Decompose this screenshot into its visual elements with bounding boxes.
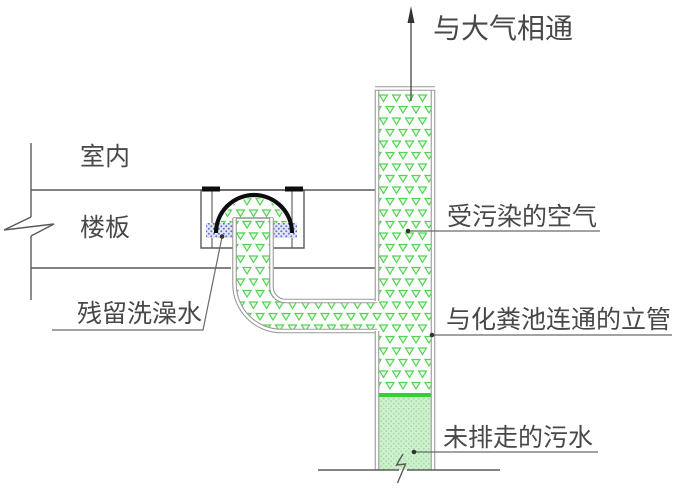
vent-arrow <box>407 6 415 101</box>
leader-residual-water <box>52 236 223 331</box>
pipe-walls <box>232 86 436 470</box>
label-polluted-air: 受污染的空气 <box>447 202 597 231</box>
drain-bowl-walls <box>211 190 293 248</box>
drain-rim-right <box>285 186 303 192</box>
drain-rim-left <box>202 186 220 192</box>
residual-water-left <box>206 223 233 238</box>
pipe-break-mark <box>395 453 407 484</box>
wall-section-line <box>3 143 55 300</box>
drain-bell-cover <box>213 192 295 234</box>
arrowhead <box>407 6 415 23</box>
label-residual-water: 残留洗澡水 <box>77 299 202 328</box>
sewage-surface-line <box>379 393 431 397</box>
label-sewage: 未排走的污水 <box>443 423 593 452</box>
label-indoor: 室内 <box>80 142 130 171</box>
riser-sewage-fill <box>379 397 431 470</box>
drain-box <box>200 189 305 249</box>
label-atmosphere: 与大气相通 <box>433 12 573 45</box>
wall-break-mark <box>3 216 55 237</box>
label-riser-pipe: 与化粪池连通的立管 <box>446 305 671 334</box>
trap-pipe-air-fill <box>236 219 379 329</box>
leader-lines <box>52 228 672 455</box>
riser-polluted-air-fill <box>379 91 431 394</box>
label-floor-slab: 楼板 <box>80 213 130 242</box>
riser-pipe <box>379 91 431 470</box>
ground-line <box>318 453 500 484</box>
